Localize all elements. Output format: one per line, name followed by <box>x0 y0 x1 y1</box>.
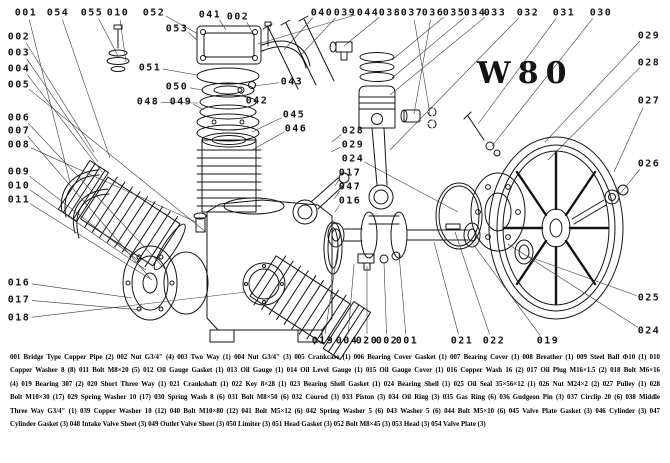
callout-026: 026 <box>637 158 661 170</box>
callout-039: 039 <box>333 7 357 19</box>
callout-029: 029 <box>341 139 365 151</box>
parts-list-line: (4) 019 Bearing 307 (2) 020 Short Three … <box>10 380 660 388</box>
callout-021: 021 <box>450 335 474 347</box>
callout-019: 019 <box>536 335 560 347</box>
callout-041: 041 <box>198 9 222 21</box>
parts-list-line: Bolt M10×30 (17) 029 Spring Washer 10 (1… <box>10 394 660 402</box>
parts-list-line: Three Way G3/4″ (1) 039 Copper Washer 10… <box>10 407 660 415</box>
callout-004: 004 <box>7 63 31 75</box>
callout-052: 052 <box>142 7 166 19</box>
callout-054: 054 <box>46 7 70 19</box>
callout-050: 050 <box>165 81 189 93</box>
callout-002: 002 <box>226 11 250 23</box>
callout-040: 040 <box>310 7 334 19</box>
intake-stack <box>106 24 130 72</box>
callout-010: 010 <box>106 7 130 19</box>
callout-048: 048 <box>136 96 160 108</box>
callout-003: 003 <box>7 47 31 59</box>
callout-010: 010 <box>7 180 31 192</box>
long-bolts <box>262 15 335 90</box>
callout-017: 017 <box>338 167 362 179</box>
callout-024: 024 <box>637 325 661 337</box>
callout-020: 020 <box>355 335 379 347</box>
callout-044: 044 <box>356 7 380 19</box>
callout-043: 043 <box>280 76 304 88</box>
callout-006: 006 <box>7 112 31 124</box>
callout-005: 005 <box>7 79 31 91</box>
callout-009: 009 <box>7 166 31 178</box>
callout-045: 045 <box>282 109 306 121</box>
parts-list-line: 001 Bridge Type Copper Pipe (2) 002 Nut … <box>10 354 660 361</box>
callout-001: 001 <box>395 335 419 347</box>
callout-035: 035 <box>442 7 466 19</box>
parts-list-line: Cylinder Gasket (3) 048 Intake Valve She… <box>10 421 486 429</box>
callout-008: 008 <box>7 139 31 151</box>
callout-027: 027 <box>637 95 661 107</box>
callout-028: 028 <box>341 125 365 137</box>
callout-002: 002 <box>375 335 399 347</box>
connecting-rod <box>292 172 350 225</box>
callout-001: 001 <box>14 7 38 19</box>
callout-004: 004 <box>335 335 359 347</box>
callout-028: 028 <box>637 57 661 69</box>
callout-042: 042 <box>245 95 269 107</box>
callout-018: 018 <box>7 312 31 324</box>
callout-016: 016 <box>338 195 362 207</box>
callout-011: 011 <box>7 194 31 206</box>
three-way-fitting <box>329 41 353 61</box>
callout-033: 033 <box>483 7 507 19</box>
crankshaft <box>327 211 481 259</box>
parts-list: 001 Bridge Type Copper Pipe (2) 002 Nut … <box>10 351 660 431</box>
callout-037: 037 <box>400 7 424 19</box>
callout-036: 036 <box>421 7 445 19</box>
callout-017: 017 <box>7 294 31 306</box>
callout-055: 055 <box>80 7 104 19</box>
callout-032: 032 <box>516 7 540 19</box>
callout-049: 049 <box>169 96 193 108</box>
callout-047: 047 <box>338 181 362 193</box>
callout-022: 022 <box>482 335 506 347</box>
right-cylinder <box>249 255 372 360</box>
bearing-cover-group <box>122 245 209 321</box>
callout-034: 034 <box>463 7 487 19</box>
callout-025: 025 <box>637 292 661 304</box>
callout-053: 053 <box>165 23 189 35</box>
callout-024: 024 <box>341 153 365 165</box>
callout-038: 038 <box>378 7 402 19</box>
parts-list-line: Copper Washer 8 (8) 011 Bolt M8×20 (5) 0… <box>10 367 660 375</box>
model-label: W80 <box>477 56 574 91</box>
callout-031: 031 <box>552 7 576 19</box>
callout-029: 029 <box>637 30 661 42</box>
callout-016: 016 <box>7 277 31 289</box>
callout-030: 030 <box>589 7 613 19</box>
callout-002: 002 <box>7 31 31 43</box>
callout-007: 007 <box>7 125 31 137</box>
piston-group <box>358 52 437 210</box>
bearing-shell-group <box>435 172 534 265</box>
callout-019: 019 <box>311 335 335 347</box>
rod-bolts <box>463 111 501 157</box>
callout-051: 051 <box>138 62 162 74</box>
callout-046: 046 <box>284 123 308 135</box>
center-cylinder-stack <box>196 21 272 213</box>
